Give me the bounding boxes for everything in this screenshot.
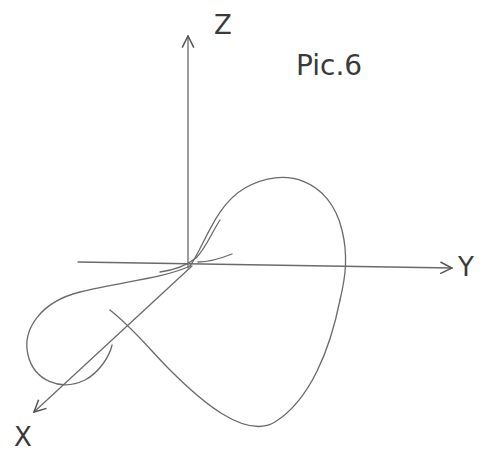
space-curve [110, 300, 340, 426]
figure-caption: Pic.6 [296, 52, 362, 80]
space-curve [27, 266, 190, 385]
axis-label: X [14, 424, 32, 450]
axis-label: Z [214, 12, 232, 38]
y-axis [78, 262, 452, 268]
space-curve [160, 220, 220, 272]
axis-label: Y [458, 254, 474, 280]
z-axis [187, 36, 188, 268]
space-curve [190, 177, 346, 300]
space-curve [198, 254, 232, 262]
x-axis [34, 266, 192, 412]
